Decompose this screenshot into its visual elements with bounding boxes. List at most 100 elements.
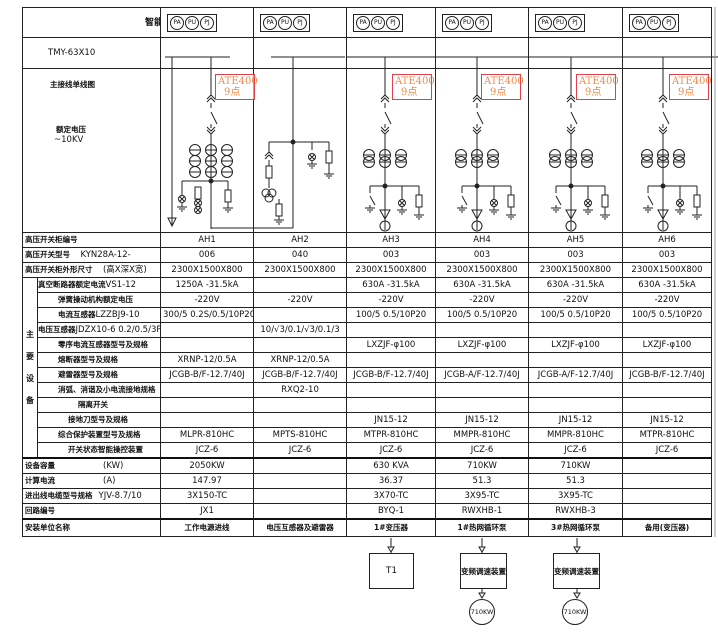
cell-value: 630A -31.5kA xyxy=(638,280,696,290)
row-label: 高压开关型号 KYN28A-12- xyxy=(22,247,161,263)
cell-fuse: XRNP-12/0.5A xyxy=(253,352,347,368)
cell-vt xyxy=(346,322,436,338)
cell-value: LXZJF-φ100 xyxy=(551,340,600,350)
cell-vcb: 630A -31.5kA xyxy=(622,277,712,293)
cell-cable xyxy=(622,488,712,504)
cell-vt xyxy=(528,322,623,338)
cell-id: AH3 xyxy=(346,232,436,248)
equipment-row-spring: 弹簧操动机构额定电压-220V-220V-220V-220V-220V-220V xyxy=(23,292,712,308)
cell-value: 2050KW xyxy=(189,461,225,471)
cell-fuse xyxy=(622,352,712,368)
cell-value: 2300X1500X800 xyxy=(539,265,612,275)
cell-value: 630A -31.5kA xyxy=(362,280,420,290)
row-label-code: LZZBJ9-10 xyxy=(95,310,140,320)
cell-protection: MLPR-810HC xyxy=(160,427,254,443)
cell-circuit xyxy=(622,503,712,520)
cell-capacity xyxy=(253,457,347,474)
cell-value: 36.37 xyxy=(378,476,404,486)
row-label: 计算电流(A) xyxy=(22,473,161,489)
cell-arrester: JCGB-A/F-12.7/40J xyxy=(528,367,623,383)
cell-zct: LXZJF-φ100 xyxy=(622,337,712,353)
cell-protection: MTPR-810HC xyxy=(622,427,712,443)
row-label-code: (A) xyxy=(103,476,116,486)
cell-cable: 3X95-TC xyxy=(528,488,623,504)
motor-rating: 710KW xyxy=(563,608,587,616)
cell-size: 2300X1500X800 xyxy=(253,262,347,278)
cell-value: 100/5 0.5/10P20 xyxy=(631,310,703,320)
cell-value: BYQ-1 xyxy=(378,506,404,516)
cell-value: AH1 xyxy=(198,235,216,245)
meter-pa-icon: PA xyxy=(538,15,552,30)
diagram-label-cell xyxy=(22,68,161,233)
cell-value: 51.3 xyxy=(472,476,492,486)
cell-value: JCZ-6 xyxy=(379,445,403,455)
transformer-t1-box: T1 xyxy=(369,553,414,589)
cell-spring: -220V xyxy=(253,292,347,308)
cell-zct: LXZJF-φ100 xyxy=(435,337,529,353)
row-label-text: 零序电流互感器型号及规格 xyxy=(58,340,148,349)
meter-label-text: 智能仪表 AME6 xyxy=(145,17,160,28)
cell-value: JN15-12 xyxy=(374,415,408,425)
cell-size: 2300X1500X800 xyxy=(346,262,436,278)
cell-isolator xyxy=(253,397,347,413)
transformer-label: T1 xyxy=(385,566,398,576)
equipment-row-fuse: 熔断器型号及规格 XRNP-12/0.5A XRNP-12/0.5A xyxy=(23,352,712,368)
cell-smart: JCZ-6 xyxy=(346,442,436,459)
cell-value: 3#热网循环泵 xyxy=(550,522,600,532)
row-label-code: JDZX10-6 0.2/0.5/3P xyxy=(75,325,161,335)
cell-cable: 3X150-TC xyxy=(160,488,254,504)
ate-points: 9点 xyxy=(401,87,418,98)
row-label: 安装单位名称 xyxy=(22,518,161,537)
cell-value: MTPR-810HC xyxy=(639,430,695,440)
cell-arc: RXQ2-10 xyxy=(253,382,347,398)
cell-cable xyxy=(253,488,347,504)
cell-value: 710KW xyxy=(467,461,497,471)
row-label-text: 弹簧操动机构额定电压 xyxy=(58,295,133,304)
cell-earth: JN15-12 xyxy=(622,412,712,428)
cell-size: 2300X1500X800 xyxy=(160,262,254,278)
meter-pa-icon: PA xyxy=(356,15,370,30)
cell-value: 100/5 0.5/10P20 xyxy=(446,310,518,320)
cell-value: JX1 xyxy=(200,506,214,516)
row-label-text: 熔断器型号及规格 xyxy=(58,355,118,364)
row-label: 电压互感器JDZX10-6 0.2/0.5/3P xyxy=(37,322,161,338)
cell-zct xyxy=(253,337,347,353)
busbar-cell xyxy=(346,37,436,69)
cell-capacity: 710KW xyxy=(435,457,529,474)
cell-spring: -220V xyxy=(435,292,529,308)
cell-value: AH6 xyxy=(658,235,676,245)
cell-arc xyxy=(435,382,529,398)
cell-value: 51.3 xyxy=(566,476,585,486)
vfd-box: 变频调速装置 xyxy=(553,553,600,589)
cell-smart: JCZ-6 xyxy=(253,442,347,459)
cell-value: XRNP-12/0.5A xyxy=(270,355,330,365)
row-label-text: 设备容量 xyxy=(25,461,55,470)
cell-value: 3X70-TC xyxy=(373,491,409,501)
cell-fuse: XRNP-12/0.5A xyxy=(160,352,254,368)
row-label: 隔离开关 xyxy=(37,397,161,413)
cell-value: 3X95-TC xyxy=(464,491,500,501)
row-label: 真空断路器额定电流VS1-12 xyxy=(37,277,161,293)
cell-arc xyxy=(160,382,254,398)
cell-earth xyxy=(160,412,254,428)
cell-isolator xyxy=(160,397,254,413)
cell-value: JN15-12 xyxy=(558,415,593,425)
rated-voltage-label: 额定电压 xyxy=(56,125,86,134)
cell-value: 147.97 xyxy=(192,476,222,486)
cell-value: JCZ-6 xyxy=(655,445,679,455)
cell-smart: JCZ-6 xyxy=(528,442,623,459)
cell-value: XRNP-12/0.5A xyxy=(177,355,237,365)
cell-earth: JN15-12 xyxy=(346,412,436,428)
cell-value: LXZJF-φ100 xyxy=(366,340,416,350)
cell-ct: 100/5 0.5/10P20 xyxy=(622,307,712,323)
ate-points: 9点 xyxy=(678,87,695,98)
cell-value: 006 xyxy=(198,250,216,260)
